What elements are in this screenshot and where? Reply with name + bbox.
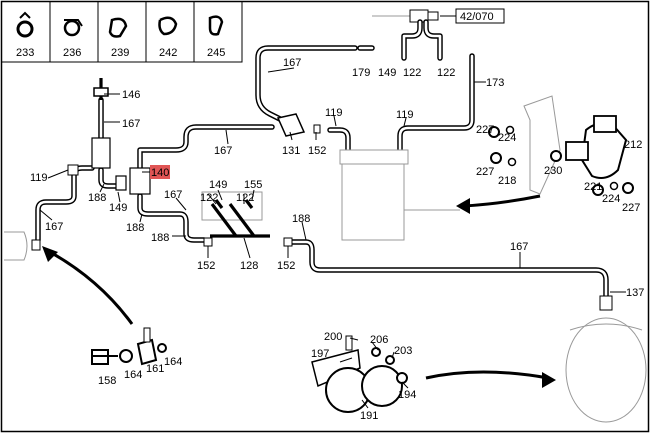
callout-122a[interactable]: 122 bbox=[403, 67, 421, 79]
callout-224a[interactable]: 224 bbox=[498, 132, 516, 144]
callout-152a[interactable]: 152 bbox=[308, 145, 326, 157]
callout-203[interactable]: 203 bbox=[394, 345, 412, 357]
callout-161[interactable]: 161 bbox=[146, 363, 164, 375]
callout-227a[interactable]: 227 bbox=[476, 124, 494, 136]
callout-212[interactable]: 212 bbox=[624, 139, 642, 151]
clamp-242-icon bbox=[158, 16, 178, 36]
flow-arrows bbox=[42, 194, 556, 388]
callout-152c[interactable]: 152 bbox=[277, 260, 295, 272]
callout-206[interactable]: 206 bbox=[370, 334, 388, 346]
callout-122d[interactable]: 122 bbox=[236, 192, 254, 204]
callout-158[interactable]: 158 bbox=[98, 375, 116, 387]
callout-128[interactable]: 128 bbox=[240, 260, 258, 272]
callout-227b[interactable]: 227 bbox=[476, 166, 494, 178]
check-valve-parts bbox=[91, 327, 167, 366]
valve-assembly-128 bbox=[201, 191, 293, 247]
callout-155[interactable]: 155 bbox=[244, 179, 262, 191]
callout-230[interactable]: 230 bbox=[544, 165, 562, 177]
callout-164a[interactable]: 164 bbox=[124, 369, 142, 381]
callout-167e[interactable]: 167 bbox=[283, 57, 301, 69]
callout-167c[interactable]: 167 bbox=[164, 189, 182, 201]
legend-label-239: 239 bbox=[111, 47, 129, 59]
callout-173[interactable]: 173 bbox=[486, 77, 504, 89]
reference-callout: 42/070 bbox=[372, 8, 505, 24]
callout-224b[interactable]: 224 bbox=[602, 193, 620, 205]
callout-131[interactable]: 131 bbox=[282, 145, 300, 157]
clamp-233-icon bbox=[16, 11, 34, 38]
callout-179[interactable]: 179 bbox=[352, 67, 370, 79]
callout-188a[interactable]: 188 bbox=[88, 192, 106, 204]
callout-197[interactable]: 197 bbox=[311, 348, 329, 360]
callout-146[interactable]: 146 bbox=[122, 89, 140, 101]
callout-149a[interactable]: 149 bbox=[109, 202, 127, 214]
callout-188b[interactable]: 188 bbox=[126, 222, 144, 234]
legend-label-236: 236 bbox=[63, 47, 81, 59]
brake-booster bbox=[4, 231, 41, 261]
callout-167a[interactable]: 167 bbox=[122, 118, 140, 130]
highlight-marker bbox=[150, 165, 170, 179]
callout-218[interactable]: 218 bbox=[498, 175, 516, 187]
vacuum-tank bbox=[339, 149, 460, 241]
callout-119c[interactable]: 119 bbox=[396, 109, 414, 121]
clamp-245-icon bbox=[208, 15, 224, 36]
leader-lines bbox=[39, 67, 626, 409]
callout-200[interactable]: 200 bbox=[324, 331, 342, 343]
callout-167b[interactable]: 167 bbox=[45, 221, 63, 233]
clamp-236-icon bbox=[63, 19, 83, 37]
callout-191[interactable]: 191 bbox=[360, 410, 378, 422]
callout-labels[interactable]: 146 167 119 167 188 149 140 167 188 167 … bbox=[30, 57, 644, 422]
reservoir-137 bbox=[565, 295, 647, 423]
legend-label-233: 233 bbox=[16, 47, 34, 59]
callout-164b[interactable]: 164 bbox=[164, 356, 182, 368]
callout-227c[interactable]: 227 bbox=[622, 202, 640, 214]
callout-140[interactable]: 140 bbox=[151, 167, 169, 179]
callout-122b[interactable]: 122 bbox=[437, 67, 455, 79]
callout-188c[interactable]: 188 bbox=[151, 232, 169, 244]
legend-label-242: 242 bbox=[159, 47, 177, 59]
callout-149b[interactable]: 149 bbox=[378, 67, 396, 79]
reference-label: 42/070 bbox=[460, 11, 494, 23]
callout-122c[interactable]: 122 bbox=[200, 192, 218, 204]
callout-119b[interactable]: 119 bbox=[325, 107, 343, 119]
t-fitting-131 bbox=[276, 113, 321, 137]
bracket-and-actuator bbox=[488, 95, 634, 196]
callout-152b[interactable]: 152 bbox=[197, 260, 215, 272]
hose-lines bbox=[35, 19, 609, 299]
legend-box: 233 236 239 242 245 bbox=[1, 1, 243, 63]
callout-149c[interactable]: 149 bbox=[209, 179, 227, 191]
callout-167g[interactable]: 167 bbox=[510, 241, 528, 253]
callout-188d[interactable]: 188 bbox=[292, 213, 310, 225]
vacuum-pump-tube bbox=[67, 78, 151, 195]
clamp-239-icon bbox=[108, 17, 128, 38]
callout-167d[interactable]: 167 bbox=[214, 145, 232, 157]
callout-221[interactable]: 221 bbox=[584, 181, 602, 193]
callout-137[interactable]: 137 bbox=[626, 287, 644, 299]
callout-119a[interactable]: 119 bbox=[30, 172, 48, 184]
callout-194[interactable]: 194 bbox=[398, 389, 416, 401]
legend-label-245: 245 bbox=[207, 47, 225, 59]
